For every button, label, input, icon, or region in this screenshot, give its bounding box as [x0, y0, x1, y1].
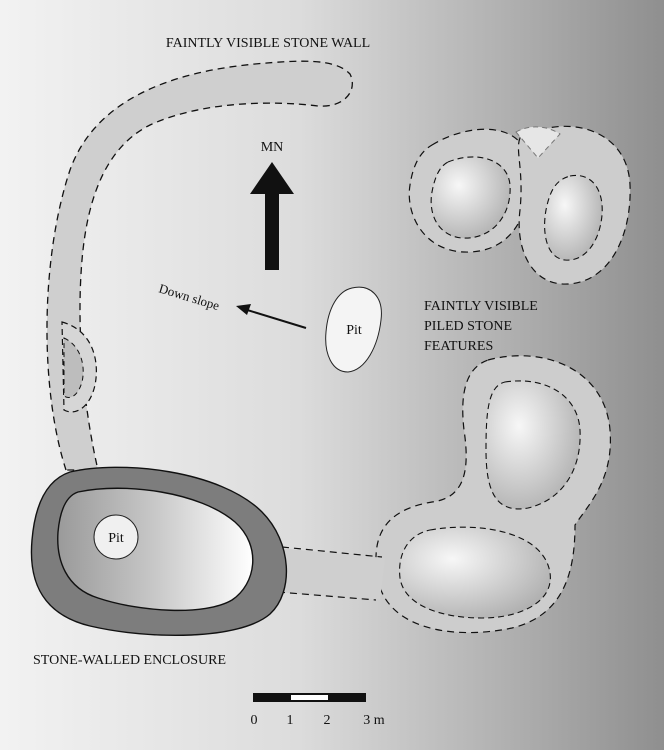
stone-wall [46, 60, 353, 471]
scale-tick-0: 0 [251, 713, 258, 728]
enclosure-pit-label: Pit [108, 531, 124, 546]
north-label: MN [261, 140, 284, 155]
piled-stone-feature-lower [375, 355, 611, 634]
enclosure-label: STONE-WALLED ENCLOSURE [33, 653, 226, 668]
piled-stone-label-1: FAINTLY VISIBLE [424, 299, 538, 314]
stone-walled-enclosure [30, 466, 288, 637]
connecting-wall [276, 548, 385, 600]
north-arrow [250, 162, 294, 270]
piled-stone-feature-upper-right [515, 125, 631, 285]
stone-wall-label: FAINTLY VISIBLE STONE WALL [166, 36, 370, 51]
central-pit-label: Pit [346, 323, 362, 338]
wall-side-feature-inner [63, 337, 84, 398]
enclosure-pit [93, 514, 139, 560]
piled-stone-label-2: PILED STONE [424, 319, 512, 334]
scale-tick-2: 2 [324, 713, 331, 728]
down-slope-arrow [236, 304, 307, 329]
scale-tick-1: 1 [287, 713, 294, 728]
central-pit [325, 286, 382, 373]
scale-tick-3: 3 m [363, 713, 385, 728]
scale-bar [253, 693, 366, 702]
piled-stone-feature-upper-left [408, 128, 530, 253]
piled-stone-label-3: FEATURES [424, 339, 493, 354]
